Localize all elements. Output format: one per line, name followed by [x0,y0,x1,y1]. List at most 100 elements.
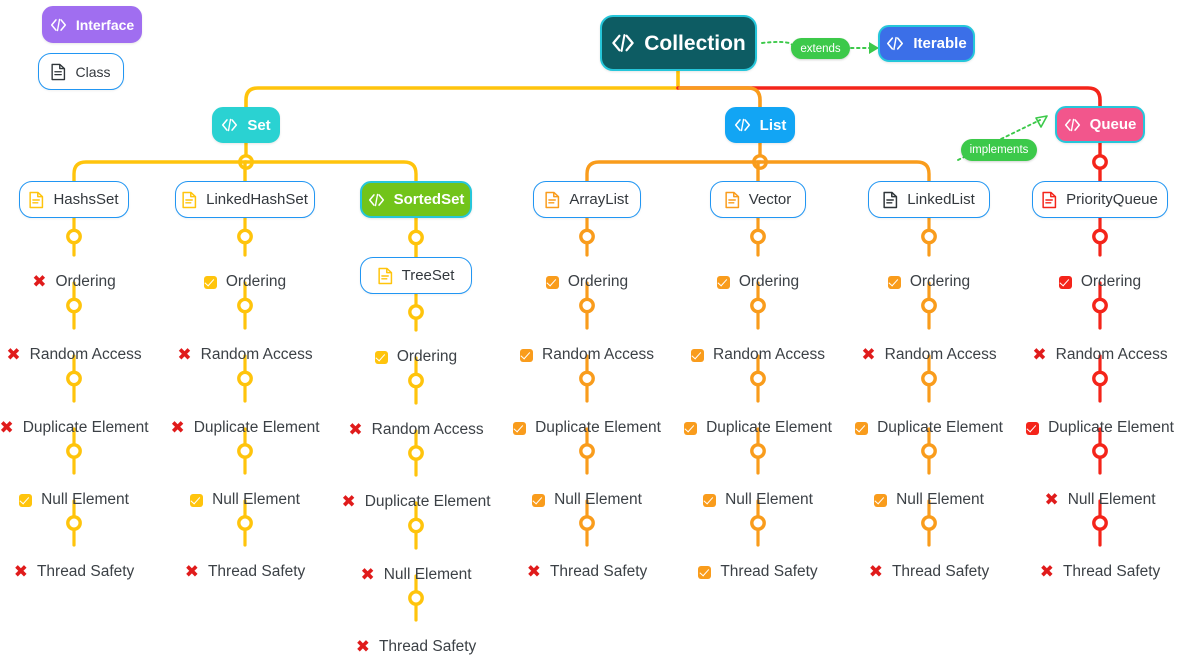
node-iterable[interactable]: Iterable [878,25,975,62]
attribute-sortedset-random-access: ✖ Random Access [0,421,832,439]
attribute-linkedhashset-random-access: ✖Random Access [0,346,490,364]
attribute-label: Null Element [1067,491,1156,508]
node-set-label: Set [247,116,271,134]
attribute-label: Null Element [383,566,472,583]
attribute-hashset-thread-safety: ✖ Thread Safety [0,563,148,581]
checked-icon [545,275,559,289]
attribute-label: Duplicate Element [706,419,832,436]
node-hashset[interactable]: HashsSet [19,181,129,218]
attribute-arraylist-duplicate-element: Duplicate Element [0,419,1174,437]
attribute-sortedset-thread-safety: ✖ Thread Safety [0,638,832,656]
attribute-priorityqueue-duplicate-element: Duplicate Element [0,419,1200,437]
cross-icon: ✖ [32,271,47,292]
checked-icon [520,348,533,362]
attribute-priorityqueue-ordering: Ordering [0,273,1200,291]
cross-icon: ✖ [341,491,356,512]
legend-interface-label: Interface [75,16,135,33]
checked-icon [716,275,730,289]
node-queue[interactable]: Queue [1055,106,1145,143]
cross-icon: ✖ [355,636,370,657]
node-collection-label: Collection [644,31,746,55]
attribute-label: Ordering [1080,273,1142,290]
attribute-label: Random Access [542,346,654,363]
node-linkedlist[interactable]: LinkedList [868,181,990,218]
attribute-vector-null-element: Null Element [0,491,1200,509]
attribute-label: Random Access [1055,346,1168,363]
attribute-priorityqueue-random-access: ✖ Random Access [0,346,1200,364]
cross-icon: ✖ [1032,344,1047,365]
attribute-arraylist-null-element: Null Element [0,491,1174,509]
attribute-linkedlist-ordering: Ordering [0,273,1200,291]
document-icon [1042,191,1057,209]
node-sortedset[interactable]: SortedSet [360,181,472,218]
cross-icon: ✖ [526,561,541,582]
code-brackets-icon [221,118,238,132]
checked-icon [698,565,712,579]
cross-icon: ✖ [1044,489,1059,510]
cross-icon: ✖ [861,344,876,365]
attribute-arraylist-random-access: Random Access [0,346,1174,364]
node-priorityqueue[interactable]: PriorityQueue [1032,181,1168,218]
attribute-hashset-random-access: ✖Random Access [0,346,148,364]
attribute-label: Random Access [713,346,825,363]
code-brackets-icon [1064,118,1081,132]
code-brackets-icon [886,36,904,51]
node-set[interactable]: Set [212,107,280,143]
attribute-priorityqueue-thread-safety: ✖ Thread Safety [0,563,1200,581]
node-collection[interactable]: Collection [600,15,757,71]
checked-icon [855,421,869,435]
attribute-arraylist-ordering: Ordering [0,273,1174,291]
attribute-label: Duplicate Element [877,419,1003,436]
cross-icon: ✖ [348,419,363,440]
document-icon [883,191,898,209]
document-icon [51,63,66,81]
attribute-linkedhashset-duplicate-element: ✖Duplicate Element [0,419,490,437]
legend-class-chip: Class [38,53,124,90]
attribute-priorityqueue-null-element: ✖ Null Element [0,491,1200,509]
node-sortedset-label: SortedSet [393,191,465,208]
checked-icon [19,493,33,507]
cross-icon: ✖ [177,344,192,365]
attribute-hashset-null-element: Null Element [0,491,148,509]
checked-icon [684,421,698,435]
attribute-sortedset-ordering: Ordering [0,348,832,366]
attribute-arraylist-thread-safety: ✖ Thread Safety [0,563,1174,581]
node-linkedhashset-label: LinkedHashSet [206,191,308,208]
cross-icon: ✖ [0,417,14,438]
code-brackets-icon [50,18,67,32]
document-icon [377,267,393,285]
node-vector-label: Vector [748,191,792,208]
code-brackets-icon [734,118,751,132]
checked-icon [374,350,388,364]
node-priorityqueue-label: PriorityQueue [1066,191,1158,208]
attribute-label: Thread Safety [720,563,818,580]
code-brackets-icon [368,193,385,207]
node-list[interactable]: List [725,107,795,143]
legend-interface-chip: Interface [42,6,142,43]
node-list-label: List [759,116,787,134]
attribute-label: Random Access [371,421,484,438]
cross-icon: ✖ [868,561,883,582]
attribute-linkedhashset-thread-safety: ✖ Thread Safety [0,563,490,581]
attribute-label: Thread Safety [36,563,135,580]
document-icon [545,191,560,209]
node-arraylist[interactable]: ArrayList [533,181,641,218]
document-icon [182,191,197,209]
checked-icon [203,275,217,289]
checked-icon [190,493,204,507]
checked-icon [691,348,704,362]
checked-icon [703,493,717,507]
attribute-label: Null Element [896,491,984,508]
attribute-linkedhashset-ordering: Ordering [0,273,490,291]
attribute-label: Null Element [725,491,813,508]
attribute-label: Ordering [396,348,458,365]
attribute-linkedlist-thread-safety: ✖ Thread Safety [0,563,1200,581]
node-vector[interactable]: Vector [710,181,806,218]
node-treeset[interactable]: TreeSet [360,257,472,294]
document-icon [29,191,44,209]
checked-icon [532,493,546,507]
cross-icon: ✖ [13,561,28,582]
node-linkedhashset[interactable]: LinkedHashSet [175,181,315,218]
attribute-label: Thread Safety [378,638,477,655]
